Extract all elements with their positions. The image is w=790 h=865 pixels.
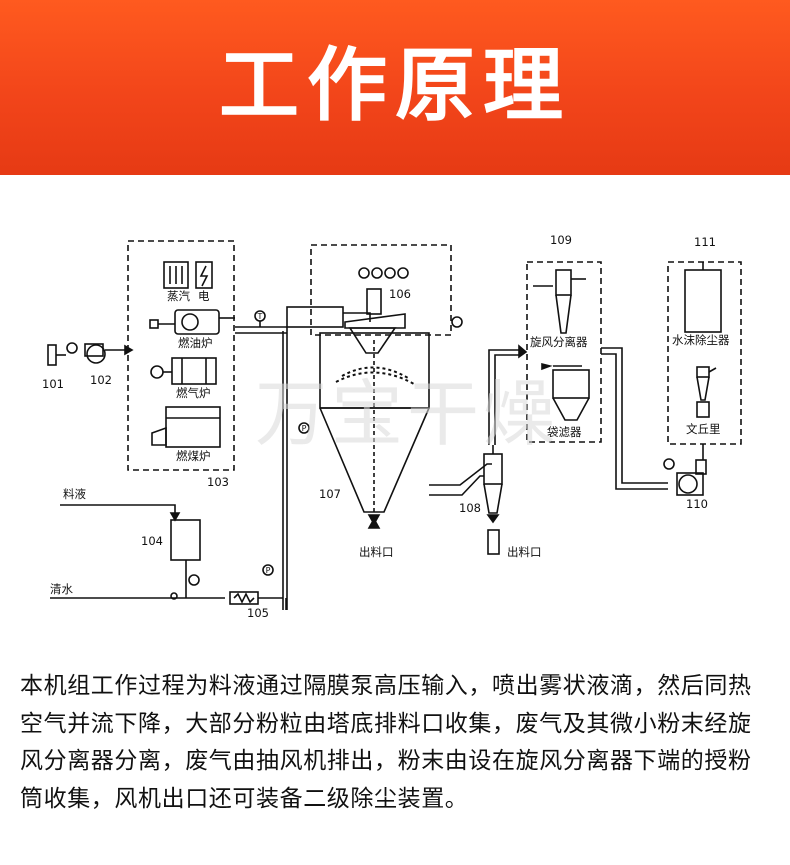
- exhaust-fan-110: [663, 458, 707, 496]
- scrubber-group-box: [667, 261, 742, 445]
- label-101: 101: [42, 377, 64, 391]
- label-coal-furnace: 燃煤炉: [176, 449, 211, 463]
- label-feed-liquid: 料液: [63, 487, 86, 501]
- blower-102: [84, 343, 134, 364]
- label-outlet-cyclone: 出料口: [507, 545, 542, 559]
- description-text: 本机组工作过程为料液通过隔膜泵高压输入，喷出雾状液滴，然后同热空气并流下降，大部…: [20, 673, 752, 812]
- label-water-scrubber: 水沫除尘器: [672, 333, 730, 347]
- feed-tank-104: [170, 519, 201, 598]
- drying-tower-107: [319, 332, 430, 529]
- venturi-111: [696, 366, 717, 418]
- label-cyclone-separator: 旋风分离器: [530, 335, 588, 349]
- label-venturi: 文丘里: [686, 422, 721, 436]
- label-108: 108: [459, 501, 481, 515]
- heater-group-box: [127, 240, 235, 471]
- heat-exchanger-105: [229, 591, 259, 605]
- water-scrubber-111: [684, 262, 722, 333]
- water-valve: [170, 592, 178, 600]
- header-banner: 工作原理: [0, 0, 790, 175]
- label-103: 103: [207, 475, 229, 489]
- pressure-symbol-tower: P: [302, 424, 307, 433]
- bag-filter-109: [541, 362, 590, 421]
- label-104: 104: [141, 534, 163, 548]
- label-106: 106: [389, 287, 411, 301]
- oil-furnace: [149, 309, 235, 335]
- pressure-symbol-feed: P: [266, 566, 271, 575]
- pressure-gauge-top: [451, 316, 463, 328]
- label-electric: 电: [198, 289, 210, 303]
- coal-furnace: [151, 406, 221, 448]
- label-105: 105: [247, 606, 269, 620]
- cyclone-separator-109: [533, 269, 586, 334]
- label-109: 109: [550, 233, 572, 247]
- page-title: 工作原理: [219, 39, 571, 132]
- label-bag-filter: 袋滤器: [547, 425, 582, 439]
- watermark: 万宝干燥: [255, 372, 560, 456]
- process-flow-diagram: 101 102 103 104 105 106 107 108 109 110 …: [0, 175, 790, 665]
- label-outlet-main: 出料口: [359, 545, 394, 559]
- dryer-group-box: [310, 244, 452, 336]
- label-clean-water: 清水: [50, 582, 73, 596]
- label-gas-furnace: 燃气炉: [176, 386, 211, 400]
- separator-group-box: [526, 261, 602, 443]
- label-110: 110: [686, 497, 708, 511]
- pressure-gauge-tower: [298, 422, 310, 434]
- atomizer-106: [344, 267, 409, 354]
- air-filter-101: [47, 342, 78, 366]
- label-102: 102: [90, 373, 112, 387]
- label-111: 111: [694, 235, 716, 249]
- label-steam: 蒸汽: [167, 289, 190, 303]
- gas-furnace: [150, 357, 217, 385]
- temp-symbol: T: [257, 312, 263, 321]
- steam-electric-heater: [163, 261, 213, 289]
- pressure-gauge-feed: [262, 564, 274, 576]
- label-oil-furnace: 燃油炉: [178, 336, 213, 350]
- cyclone-108: [483, 445, 503, 555]
- spray-mist: [335, 366, 415, 385]
- label-107: 107: [319, 487, 341, 501]
